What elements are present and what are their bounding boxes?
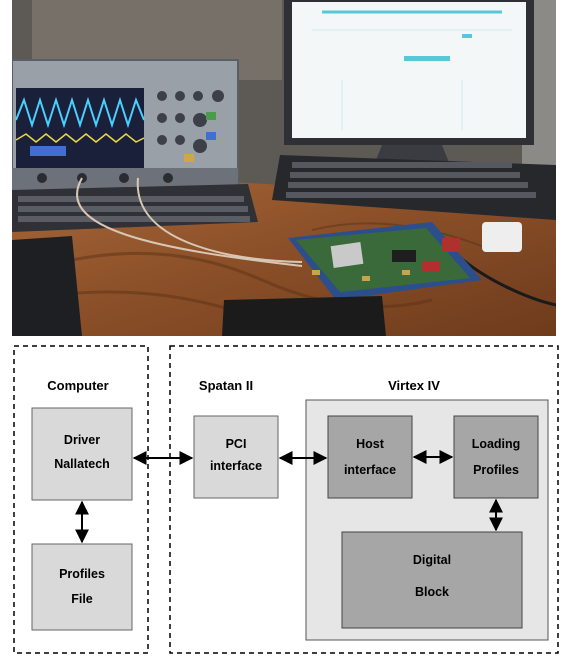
profiles-file-label-1: Profiles [59,567,105,581]
power-brick [222,296,386,336]
virtex-label: Virtex IV [388,378,440,393]
pci-label-1: PCI [226,437,247,451]
driver-label-1: Driver [64,433,100,447]
lab-setup-photo [12,0,556,336]
spartan-label: Spatan II [199,378,253,393]
keyboard-left [12,184,258,232]
block-diagram: Computer Spatan II Virtex IV Driver Nall… [0,340,569,657]
driver-block [31,407,133,501]
monitor-screen [292,2,526,138]
lab-photo-illustration [12,0,556,336]
loading-label-1: Loading [472,437,521,451]
host-label-1: Host [356,437,385,451]
pci-label-2: interface [210,459,262,473]
pci-interface-block [193,415,279,499]
driver-label-2: Nallatech [54,457,110,471]
digital-label-1: Digital [413,553,451,567]
keyboard-right [272,155,556,220]
digital-label-2: Block [415,585,449,599]
oscilloscope [12,59,239,191]
loading-label-2: Profiles [473,463,519,477]
host-interface-block [327,415,413,499]
profiles-file-block [31,543,133,631]
computer-monitor [284,0,534,170]
host-label-2: interface [344,463,396,477]
loading-profiles-block [453,415,539,499]
fpga-group [169,345,559,654]
computer-label: Computer [47,378,108,393]
digital-block [341,531,523,629]
fpga-board [288,222,482,300]
profiles-file-label-2: File [71,592,93,606]
computer-group [13,345,149,654]
block-diagram-svg: Computer Spatan II Virtex IV Driver Nall… [13,345,559,654]
power-adapter [482,222,522,252]
